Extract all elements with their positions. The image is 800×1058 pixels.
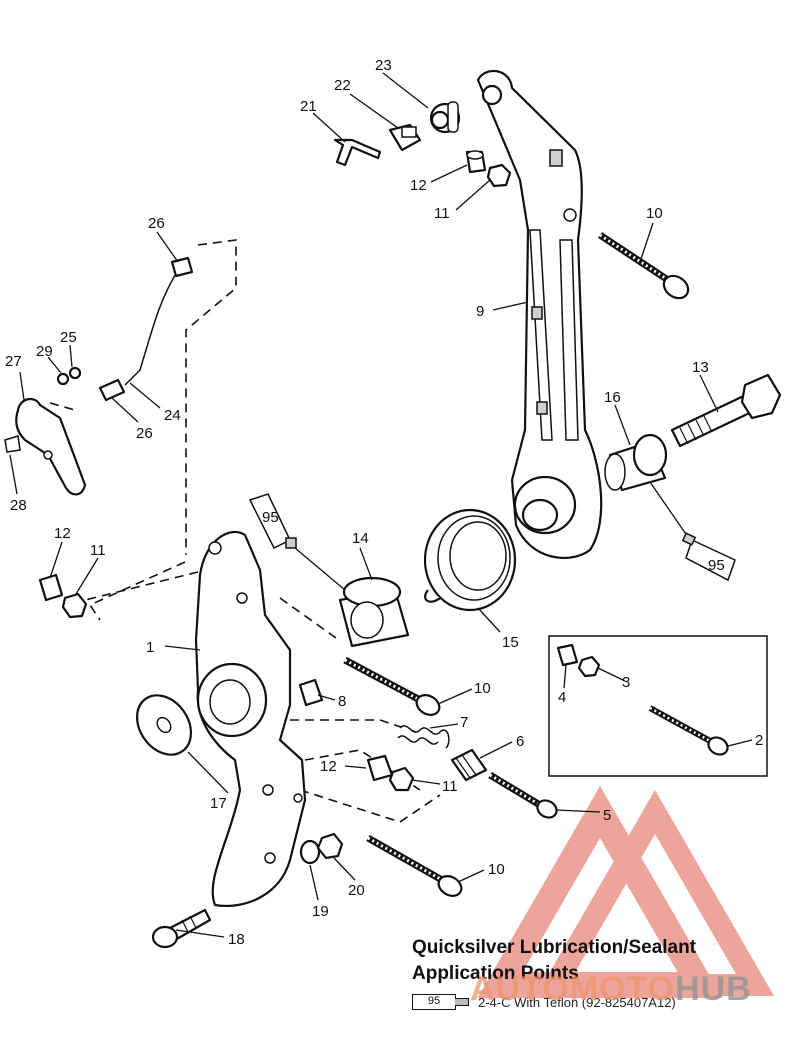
callout-10-lower: 10 bbox=[488, 861, 505, 878]
callout-22: 22 bbox=[334, 77, 351, 94]
callout-16: 16 bbox=[604, 389, 621, 406]
part-29-washer bbox=[56, 372, 70, 386]
callout-2: 2 bbox=[755, 732, 763, 749]
watermark-logo bbox=[477, 786, 775, 998]
callout-27: 27 bbox=[5, 353, 22, 370]
part-12-cap-middle bbox=[366, 754, 394, 782]
part-11-nut-middle bbox=[388, 766, 415, 792]
part-16-sleeve bbox=[604, 433, 668, 492]
tube-neck bbox=[455, 998, 469, 1006]
part-6-sleeve bbox=[450, 748, 488, 782]
callout-11-top: 11 bbox=[434, 205, 450, 222]
legend-title-line1: Quicksilver Lubrication/Sealant bbox=[412, 937, 697, 958]
legend-item-text: 2-4-C With Teflon (92-825407A12) bbox=[478, 994, 676, 1010]
legend-tube-number: 95 bbox=[412, 994, 456, 1010]
grease-tube-right: 95 bbox=[649, 481, 736, 582]
tube-label-left: 95 bbox=[262, 509, 279, 526]
lubrication-legend: Quicksilver Lubrication/Sealant Applicat… bbox=[412, 935, 792, 1013]
callout-6: 6 bbox=[516, 733, 524, 750]
part-12-cap-top bbox=[465, 150, 487, 174]
callout-19: 19 bbox=[312, 903, 329, 920]
part-21-link-rod bbox=[333, 138, 382, 167]
part-8-cap-nut bbox=[298, 678, 324, 707]
callout-10-middle: 10 bbox=[474, 680, 491, 697]
part-26-clip-top bbox=[170, 256, 194, 278]
callout-18: 18 bbox=[228, 931, 245, 948]
part-18-bolt bbox=[151, 908, 212, 949]
part-17-washer bbox=[136, 694, 192, 756]
inset-box bbox=[548, 635, 768, 777]
watermark-part2: HUB bbox=[675, 970, 752, 1008]
part-26-clip-bottom bbox=[98, 378, 126, 402]
part-1-control-lever bbox=[194, 530, 307, 907]
callout-4: 4 bbox=[558, 689, 566, 706]
callout-14: 14 bbox=[352, 530, 369, 547]
callout-labels: 23 22 21 12 11 10 26 9 25 29 27 13 16 24… bbox=[5, 57, 763, 948]
tube-label-right: 95 bbox=[708, 557, 725, 574]
callout-12-middle: 12 bbox=[320, 758, 337, 775]
watermark-text: AUTOMOTOHUB bbox=[470, 970, 752, 1009]
part-25-nut bbox=[68, 366, 82, 380]
grease-tube-left: 95 bbox=[248, 493, 346, 591]
part-22-swivel bbox=[388, 123, 422, 152]
part-14-bushing bbox=[338, 576, 410, 648]
callout-25: 25 bbox=[60, 329, 77, 346]
part-11-nut-top bbox=[486, 163, 512, 188]
callout-15: 15 bbox=[502, 634, 519, 651]
callout-8: 8 bbox=[338, 693, 346, 710]
part-12-cap-left bbox=[38, 573, 64, 602]
part-5-screw bbox=[488, 771, 558, 819]
callout-29: 29 bbox=[36, 343, 53, 360]
callout-12-top: 12 bbox=[410, 177, 427, 194]
watermark-part1: AUTOMOTO bbox=[470, 970, 676, 1008]
leader-lines bbox=[9, 72, 753, 938]
legend-title-line2: Application Points bbox=[412, 963, 579, 984]
callout-28: 28 bbox=[10, 497, 27, 514]
part-10-screw-lower bbox=[366, 834, 463, 897]
callout-3: 3 bbox=[622, 674, 630, 691]
callout-13: 13 bbox=[692, 359, 709, 376]
part-7-spring bbox=[397, 725, 450, 749]
part-11-nut-left bbox=[61, 592, 88, 619]
callout-11-middle: 11 bbox=[442, 778, 458, 795]
callout-23: 23 bbox=[375, 57, 392, 74]
callout-7: 7 bbox=[460, 714, 468, 731]
part-10-screw-upper bbox=[598, 232, 690, 300]
part-9-arm bbox=[476, 70, 603, 560]
callout-5: 5 bbox=[603, 807, 611, 824]
callout-26-top: 26 bbox=[148, 215, 165, 232]
legend-item: 95 2-4-C With Teflon (92-825407A12) bbox=[412, 991, 792, 1013]
callout-10-upper: 10 bbox=[646, 205, 663, 222]
callout-12-left: 12 bbox=[54, 525, 71, 542]
part-19-washer bbox=[299, 839, 321, 865]
grease-tube-icon: 95 bbox=[412, 993, 470, 1011]
part-15-spring bbox=[423, 508, 517, 612]
callout-24: 24 bbox=[164, 407, 181, 424]
callout-11-left: 11 bbox=[90, 542, 106, 559]
part-10-screw-middle bbox=[343, 656, 441, 716]
callout-26-bottom: 26 bbox=[136, 425, 153, 442]
callout-21: 21 bbox=[300, 98, 317, 115]
part-20-nut bbox=[316, 832, 344, 860]
callout-17: 17 bbox=[210, 795, 227, 812]
part-28-screw bbox=[4, 435, 21, 453]
callout-20: 20 bbox=[348, 882, 365, 899]
callout-1: 1 bbox=[146, 639, 154, 656]
assembly-dashed-lines bbox=[49, 239, 441, 823]
part-13-bolt bbox=[670, 373, 782, 448]
part-24-cable-rod bbox=[124, 269, 179, 386]
callout-9: 9 bbox=[476, 303, 484, 320]
part-27-lever bbox=[15, 397, 87, 496]
part-23-bushing bbox=[429, 101, 461, 134]
